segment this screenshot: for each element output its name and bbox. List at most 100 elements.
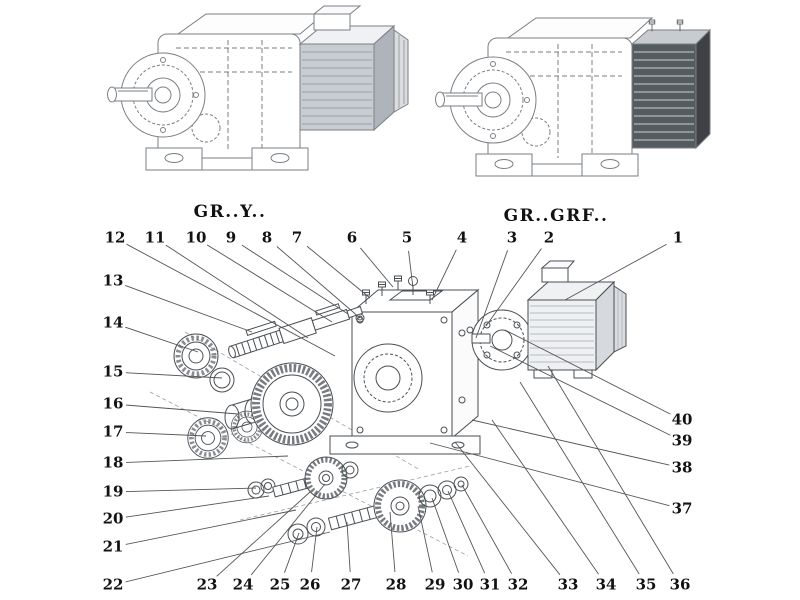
callout-15: 15: [102, 362, 124, 381]
callout-20: 20: [102, 509, 124, 528]
part-input-shaft-assembly: [228, 303, 364, 359]
leader-line-23: [216, 491, 311, 577]
leader-line-19: [125, 487, 257, 493]
leader-line-17: [125, 432, 207, 437]
callout-21: 21: [102, 537, 124, 556]
callout-2: 2: [543, 228, 555, 247]
callout-18: 18: [102, 453, 124, 472]
leader-line-28: [389, 511, 396, 573]
callout-14: 14: [102, 313, 124, 332]
mounting-feet-left: [145, 147, 309, 171]
callout-22: 22: [102, 575, 124, 594]
leader-line-12: [126, 243, 336, 357]
callout-38: 38: [671, 458, 693, 477]
callout-27: 27: [340, 575, 362, 594]
leader-line-15: [125, 372, 223, 379]
callout-35: 35: [635, 575, 657, 594]
callout-36: 36: [669, 575, 691, 594]
leader-line-20: [125, 495, 270, 518]
callout-29: 29: [424, 575, 446, 594]
callout-31: 31: [479, 575, 501, 594]
callout-13: 13: [102, 271, 124, 290]
callout-30: 30: [452, 575, 474, 594]
leader-line-39: [489, 345, 671, 436]
leader-line-25: [284, 532, 300, 573]
callout-1: 1: [672, 228, 684, 247]
callout-32: 32: [507, 575, 529, 594]
leader-line-29: [417, 505, 433, 573]
callout-17: 17: [102, 422, 124, 441]
callout-28: 28: [385, 575, 407, 594]
leader-line-34: [491, 419, 599, 575]
leader-line-31: [447, 490, 486, 574]
callout-25: 25: [269, 575, 291, 594]
leader-line-32: [461, 484, 513, 574]
leader-line-27: [346, 521, 351, 573]
callout-12: 12: [104, 228, 126, 247]
leader-line-35: [519, 381, 640, 575]
callout-39: 39: [671, 431, 693, 450]
leader-line-10: [206, 244, 333, 323]
leader-line-2: [485, 248, 542, 327]
part-electric-motor: [526, 260, 627, 379]
leader-line-8: [276, 246, 361, 319]
leader-line-18: [125, 455, 289, 463]
part-output-shaft-assembly: [287, 476, 469, 545]
mounting-feet-right: [475, 153, 639, 177]
output-shaft-right: [435, 56, 537, 144]
leader-line-22: [125, 531, 331, 583]
leader-line-6: [359, 247, 394, 288]
gearmotor-assembled-left: [107, 5, 409, 171]
callout-16: 16: [102, 394, 124, 413]
callout-34: 34: [595, 575, 617, 594]
leader-line-5: [408, 250, 414, 289]
leader-line-38: [471, 419, 670, 466]
leader-line-30: [431, 497, 460, 573]
leader-line-4: [431, 249, 457, 301]
callout-11: 11: [144, 228, 166, 247]
output-shaft-left: [107, 52, 206, 138]
leader-line-26: [311, 526, 318, 573]
leader-line-16: [125, 404, 239, 415]
callout-4: 4: [456, 228, 468, 247]
leader-line-13: [125, 285, 253, 333]
leader-line-40: [504, 329, 671, 415]
callout-5: 5: [401, 228, 413, 247]
leader-line-9: [241, 244, 349, 315]
callout-33: 33: [557, 575, 579, 594]
callout-24: 24: [232, 575, 254, 594]
callout-40: 40: [671, 410, 693, 429]
leader-line-24: [250, 483, 326, 576]
part-large-gear: [250, 362, 334, 446]
part-retaining-ring: [209, 367, 235, 393]
leader-line-21: [125, 509, 297, 545]
leader-line-33: [454, 441, 561, 576]
callout-10: 10: [185, 228, 207, 247]
callout-6: 6: [346, 228, 358, 247]
callout-23: 23: [196, 575, 218, 594]
variant-label-gr-y: GR..Y..: [193, 202, 267, 222]
callout-9: 9: [225, 228, 237, 247]
callout-19: 19: [102, 482, 124, 501]
callout-7: 7: [291, 228, 303, 247]
leader-line-7: [306, 245, 371, 299]
exploded-view-drawing: [149, 260, 627, 557]
leader-line-14: [125, 326, 199, 353]
gearmotor-assembled-right: [435, 17, 712, 177]
callout-3: 3: [506, 228, 518, 247]
callout-26: 26: [299, 575, 321, 594]
part-intermediate-shaft-assembly: [247, 456, 359, 500]
gear-housing-left: [157, 13, 326, 159]
leader-line-3: [475, 250, 509, 339]
callout-37: 37: [671, 499, 693, 518]
electric-motor-left: [298, 5, 409, 132]
leader-line-36: [547, 365, 674, 575]
finned-cover-block: [630, 19, 712, 150]
leader-line-11: [165, 244, 309, 339]
callout-8: 8: [261, 228, 273, 247]
leader-line-1: [564, 243, 667, 301]
leader-line-37: [429, 442, 670, 507]
